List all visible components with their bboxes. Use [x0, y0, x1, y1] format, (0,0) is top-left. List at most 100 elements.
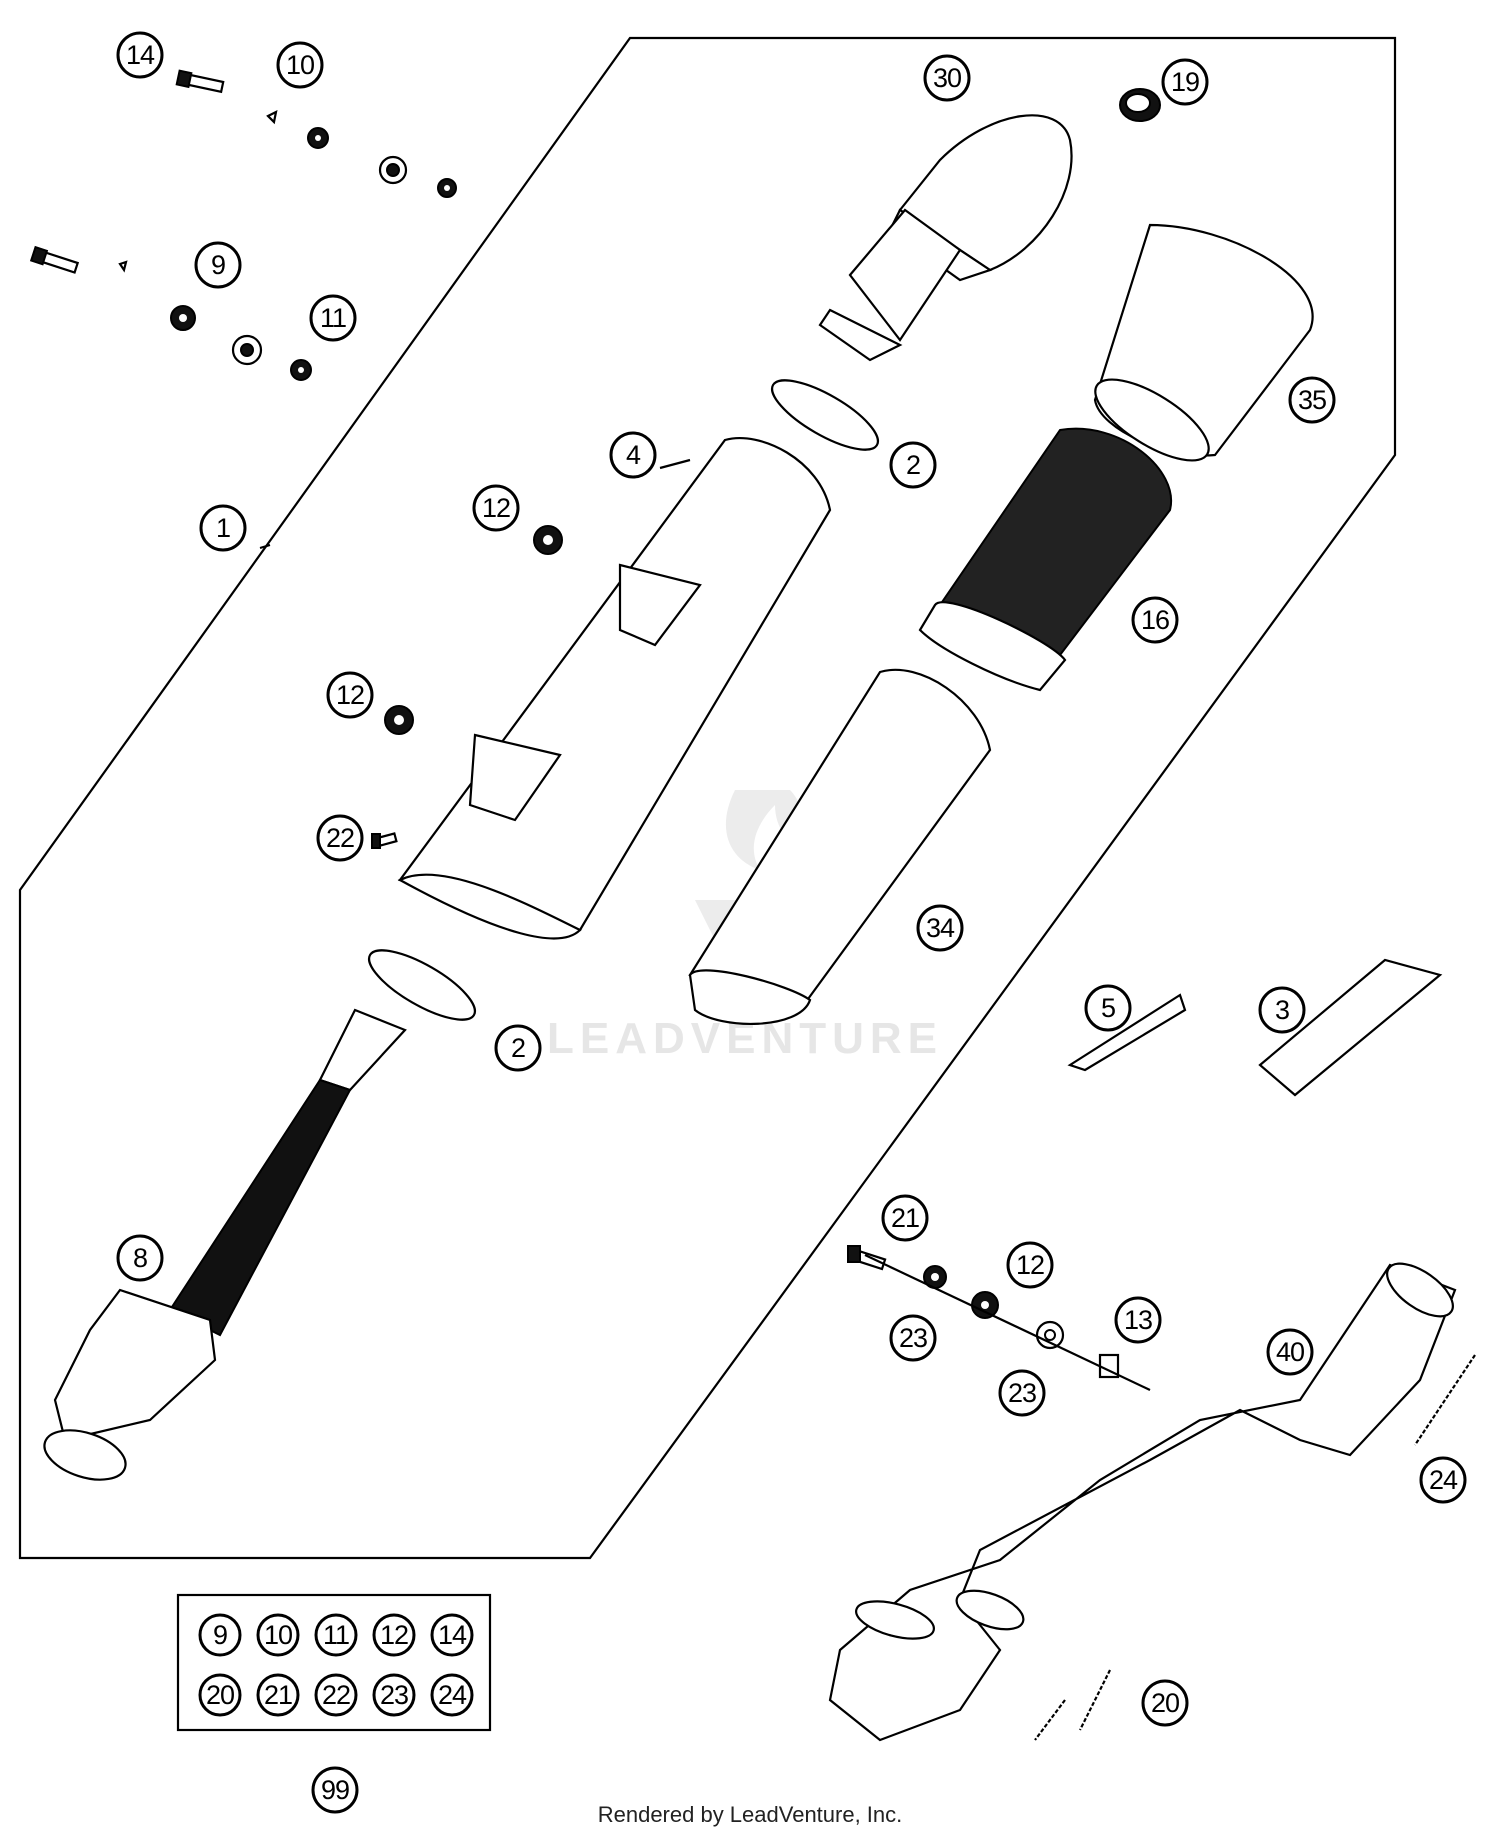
svg-text:23: 23	[899, 1323, 927, 1353]
callout-14: 14	[116, 31, 164, 79]
svg-text:34: 34	[926, 913, 955, 943]
kit-callout-24: 24	[430, 1673, 474, 1717]
callout-40: 40	[1266, 1328, 1314, 1376]
svg-text:12: 12	[336, 680, 364, 710]
svg-text:14: 14	[126, 40, 155, 70]
svg-text:9: 9	[211, 250, 225, 280]
callout-12-upper: 12	[472, 484, 520, 532]
footer-credit: Rendered by LeadVenture, Inc.	[598, 1802, 903, 1827]
callout-12-lower: 12	[1006, 1241, 1054, 1289]
callout-30: 30	[923, 54, 971, 102]
heat-guard-5	[1067, 993, 1187, 1072]
kit-row-2: 20 21 22 23 24	[198, 1673, 474, 1717]
kit-callout-12: 12	[372, 1613, 416, 1657]
svg-text:21: 21	[891, 1203, 919, 1233]
svg-text:5: 5	[1101, 993, 1115, 1023]
svg-text:2: 2	[511, 1033, 525, 1063]
washer-small	[118, 260, 128, 273]
callout-24: 24	[1419, 1456, 1467, 1504]
svg-text:11: 11	[320, 303, 346, 333]
callout-34: 34	[916, 904, 964, 952]
kit-row-1: 9 10 11 12 14	[198, 1613, 474, 1657]
heat-guard-3	[1258, 958, 1443, 1097]
spring-20a	[1034, 1699, 1066, 1741]
washer-10	[266, 110, 278, 125]
silencer-assembly-outline	[18, 36, 1397, 1560]
svg-text:11: 11	[323, 1620, 349, 1650]
svg-text:22: 22	[326, 823, 354, 853]
gasket-2-upper	[770, 379, 880, 451]
callout-11: 11	[309, 294, 357, 342]
callout-8: 8	[116, 1234, 164, 1282]
svg-text:99: 99	[321, 1775, 349, 1805]
callout-19: 19	[1161, 58, 1209, 106]
kit-callout-10: 10	[256, 1613, 300, 1657]
callout-13: 13	[1114, 1296, 1162, 1344]
callout-12-mid: 12	[326, 671, 374, 719]
svg-text:10: 10	[286, 50, 314, 80]
kit-callout-22: 22	[314, 1673, 358, 1717]
svg-text:23: 23	[1008, 1378, 1036, 1408]
callout-4: 4	[609, 431, 657, 479]
svg-text:12: 12	[1016, 1250, 1044, 1280]
screw-14	[175, 69, 225, 94]
bolt-21	[847, 1245, 887, 1271]
svg-text:19: 19	[1171, 67, 1199, 97]
seal-19	[1119, 88, 1161, 122]
callout-21: 21	[881, 1194, 929, 1242]
callout-22: 22	[316, 814, 364, 862]
kit-callout-14: 14	[430, 1613, 474, 1657]
svg-text:35: 35	[1298, 385, 1326, 415]
kit-callout-11: 11	[314, 1613, 358, 1657]
end-cap-30	[818, 114, 1073, 362]
callout-9: 9	[194, 241, 242, 289]
perforated-core-16	[918, 427, 1173, 692]
spring-24	[1414, 1354, 1476, 1446]
svg-text:40: 40	[1276, 1337, 1304, 1367]
svg-text:9: 9	[213, 1620, 227, 1650]
svg-text:16: 16	[1141, 605, 1169, 635]
svg-text:23: 23	[380, 1680, 408, 1710]
kit-callout-9: 9	[198, 1613, 242, 1657]
inner-sleeve-34	[688, 668, 992, 1025]
gasket-2-lower	[367, 949, 477, 1021]
rivet-22	[371, 832, 398, 849]
callout-2-lower: 2	[494, 1024, 542, 1072]
kit-callout-20: 20	[198, 1673, 242, 1717]
kit-callout-21: 21	[256, 1673, 300, 1717]
svg-text:24: 24	[438, 1680, 467, 1710]
callout-20: 20	[1141, 1679, 1189, 1727]
spring-20b	[1079, 1669, 1111, 1731]
callout-23-right: 23	[998, 1369, 1046, 1417]
svg-text:3: 3	[1275, 995, 1289, 1025]
svg-text:12: 12	[380, 1620, 408, 1650]
svg-text:20: 20	[206, 1680, 234, 1710]
callout-5: 5	[1084, 984, 1132, 1032]
callout-23-left: 23	[889, 1314, 937, 1362]
svg-text:21: 21	[264, 1680, 292, 1710]
svg-text:1: 1	[216, 513, 230, 543]
callout-2-upper: 2	[889, 441, 937, 489]
inlet-pipe-8	[43, 1008, 407, 1481]
svg-text:14: 14	[438, 1620, 467, 1650]
svg-text:24: 24	[1429, 1465, 1458, 1495]
callout-3: 3	[1258, 986, 1306, 1034]
svg-text:8: 8	[133, 1243, 147, 1273]
svg-text:20: 20	[1151, 1688, 1179, 1718]
svg-text:10: 10	[264, 1620, 292, 1650]
callout-35: 35	[1288, 376, 1336, 424]
callout-99: 99	[311, 1766, 359, 1814]
svg-text:12: 12	[482, 493, 510, 523]
header-pipe-40	[828, 1262, 1457, 1742]
callout-10: 10	[276, 41, 324, 89]
svg-text:22: 22	[322, 1680, 350, 1710]
callout-1: 1	[199, 504, 247, 552]
outer-shell-4	[397, 437, 832, 940]
callout-16: 16	[1131, 596, 1179, 644]
screw-short	[29, 245, 80, 274]
svg-text:13: 13	[1124, 1305, 1152, 1335]
svg-text:4: 4	[626, 440, 641, 470]
svg-text:30: 30	[933, 63, 961, 93]
kit-callout-23: 23	[372, 1673, 416, 1717]
